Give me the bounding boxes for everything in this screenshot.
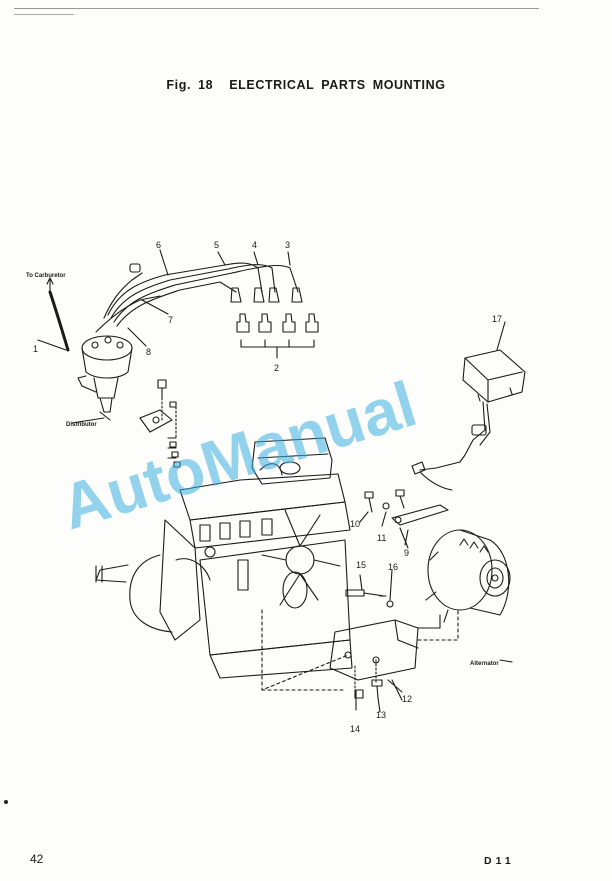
callout-11: 11 [377, 533, 386, 543]
callout-6: 6 [156, 240, 161, 250]
callout-9: 9 [404, 548, 409, 558]
callout-12: 12 [402, 694, 412, 704]
page-number: 42 [30, 852, 44, 866]
figure-title: Fig. 18 ELECTRICAL PARTS MOUNTING [0, 78, 612, 92]
callout-16: 16 [388, 562, 398, 572]
callout-14: 14 [350, 724, 360, 734]
callout-8: 8 [146, 347, 151, 357]
callout-4: 4 [252, 240, 257, 250]
callout-3: 3 [285, 240, 290, 250]
figure-number: Fig. 18 [166, 78, 214, 92]
figure-caption: ELECTRICAL PARTS MOUNTING [229, 78, 446, 92]
callout-2: 2 [274, 363, 279, 373]
top-rule [14, 8, 539, 9]
ignition-harness [95, 262, 303, 333]
page-mark [4, 800, 8, 804]
callout-5: 5 [214, 240, 219, 250]
label-alternator: Alternator [470, 661, 499, 667]
label-distributor: Distributor [66, 422, 97, 428]
voltage-regulator [411, 321, 526, 491]
distributor [71, 335, 133, 424]
callout-13: 13 [376, 710, 386, 720]
watermark: AutoManual [53, 367, 424, 543]
label-to-carburetor: To Carburetor [26, 273, 66, 279]
callout-15: 15 [356, 560, 366, 570]
top-rule-short [14, 14, 74, 15]
callout-17: 17 [492, 314, 502, 324]
callout-1: 1 [33, 344, 38, 354]
section-code: D11 [484, 855, 515, 867]
spark-plugs [236, 313, 319, 359]
engine-block [95, 437, 353, 679]
alternator [425, 529, 513, 663]
callout-10: 10 [350, 519, 360, 529]
callout-7: 7 [168, 315, 173, 325]
